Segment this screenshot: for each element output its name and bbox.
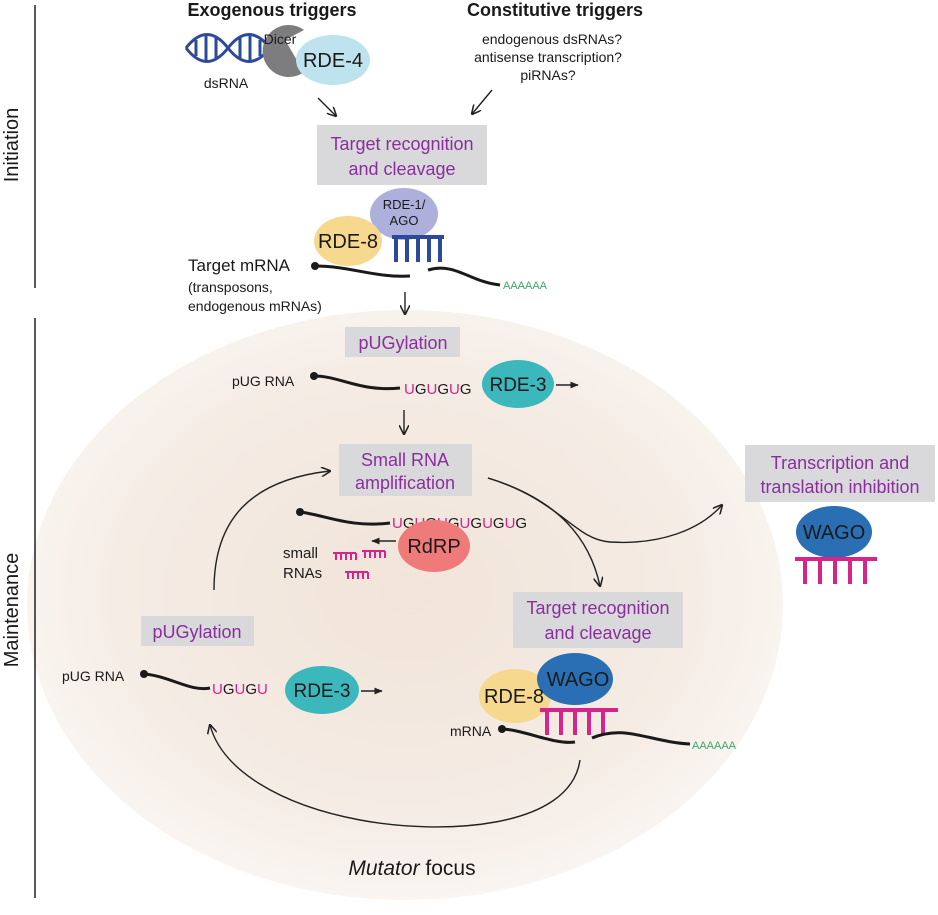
wago-label-1: WAGO bbox=[803, 522, 866, 544]
pug-seq-left: UGUGU bbox=[212, 681, 268, 698]
mrna-strand-2 bbox=[591, 731, 691, 746]
target-recognition-box-1 bbox=[317, 125, 487, 185]
arrow-amplification-to-target-recognition bbox=[487, 477, 600, 586]
wago-shape-2 bbox=[537, 653, 613, 705]
inhibition-line2: translation inhibition bbox=[760, 477, 919, 497]
exogenous-triggers-title: Exogenous triggers bbox=[187, 0, 356, 20]
target-recognition-1-line1: Target recognition bbox=[330, 134, 473, 154]
pug-rna-label-1: pUG RNA bbox=[232, 373, 295, 389]
target-mrna-note-1: (transposons, bbox=[188, 279, 273, 295]
dsrna-helix bbox=[184, 33, 272, 63]
mrna-strand-1 bbox=[501, 727, 576, 744]
pug-rna-label-2: pUG RNA bbox=[62, 668, 125, 684]
wago-shape-1 bbox=[796, 506, 872, 558]
rde3-shape-2 bbox=[285, 666, 359, 714]
inhibition-line1: Transcription and bbox=[771, 453, 909, 473]
dicer-shape bbox=[262, 25, 304, 78]
rde3-shape-1 bbox=[482, 360, 554, 408]
polyA-tail-2: AAAAAA bbox=[692, 740, 737, 752]
guide-rna-comb-1 bbox=[392, 235, 444, 262]
inhibition-box bbox=[745, 445, 935, 502]
constitutive-item-3: piRNAs? bbox=[520, 67, 575, 83]
rde3-label-1: RDE-3 bbox=[489, 375, 546, 396]
dicer-label: Dicer bbox=[264, 31, 297, 47]
pugylation-2-label: pUGylation bbox=[152, 622, 241, 642]
dsrna-label: dsRNA bbox=[204, 75, 249, 91]
arrow-cleavage-to-pugylation bbox=[210, 725, 581, 828]
rde8-label-1: RDE-8 bbox=[318, 231, 378, 253]
target-mrna-cap bbox=[311, 262, 319, 270]
target-mrna-note-2: endogenous mRNAs) bbox=[188, 298, 322, 314]
pug-rna-strand-1 bbox=[313, 374, 401, 391]
small-rnas-label-2: RNAs bbox=[283, 565, 322, 582]
constitutive-item-2: antisense transcription? bbox=[474, 49, 622, 65]
target-recognition-2-line2: and cleavage bbox=[544, 623, 651, 643]
maintenance-label: Maintenance bbox=[1, 553, 23, 668]
constitutive-item-1: endogenous dsRNAs? bbox=[482, 31, 622, 47]
arrow-pugylation-to-amplification bbox=[213, 471, 330, 591]
small-rna-amplification-box bbox=[339, 444, 472, 496]
rdrp-template-strand bbox=[299, 510, 391, 526]
mutator-focus-region bbox=[27, 310, 783, 900]
target-mrna-label: Target mRNA bbox=[188, 256, 291, 275]
target-recognition-2-line1: Target recognition bbox=[526, 598, 669, 618]
small-rna-amplification-line2: amplification bbox=[355, 473, 455, 493]
target-mrna-strand bbox=[314, 264, 411, 278]
constitutive-triggers-title: Constitutive triggers bbox=[467, 0, 643, 20]
initiation-label: Initiation bbox=[1, 108, 23, 183]
wago-guide-comb-1 bbox=[795, 557, 877, 584]
mrna-label: mRNA bbox=[450, 723, 492, 739]
wago-label-2: WAGO bbox=[547, 669, 610, 691]
pugylation-1-label: pUGylation bbox=[358, 333, 447, 353]
small-rna-amplification-line1: Small RNA bbox=[361, 450, 449, 470]
rde1-label-line1: RDE-1/ bbox=[383, 197, 426, 212]
arrow-exogenous bbox=[317, 97, 336, 116]
rde8-shape-1 bbox=[314, 216, 382, 266]
target-recognition-1-line2: and cleavage bbox=[348, 159, 455, 179]
target-recognition-box-2 bbox=[513, 592, 683, 648]
rde1-label-line2: AGO bbox=[390, 213, 419, 228]
rdrp-label: RdRP bbox=[407, 536, 460, 558]
pug-seq-top: UGUGUG bbox=[404, 381, 472, 398]
small-rnas-label-1: small bbox=[283, 545, 318, 562]
small-rnas-combs bbox=[333, 550, 386, 579]
pugylation-box-1 bbox=[345, 327, 460, 357]
polyA-tail-1: AAAAAA bbox=[503, 280, 548, 292]
mutator-focus-label: Mutator focus bbox=[348, 857, 475, 880]
rde8-shape-2 bbox=[479, 669, 551, 723]
target-mrna-strand-2 bbox=[427, 266, 501, 287]
arrow-constitutive bbox=[472, 89, 493, 114]
rde4-label: RDE-4 bbox=[303, 50, 363, 72]
rde1-ago-shape bbox=[370, 188, 438, 240]
pugylation-box-2 bbox=[141, 616, 254, 646]
rde8-label-2: RDE-8 bbox=[484, 686, 544, 708]
rde4-shape bbox=[296, 35, 370, 85]
rdrp-shape bbox=[398, 520, 470, 572]
wago-guide-comb-2 bbox=[540, 708, 618, 735]
pug-rna-strand-2 bbox=[143, 672, 211, 691]
rde3-label-2: RDE-3 bbox=[293, 681, 350, 702]
